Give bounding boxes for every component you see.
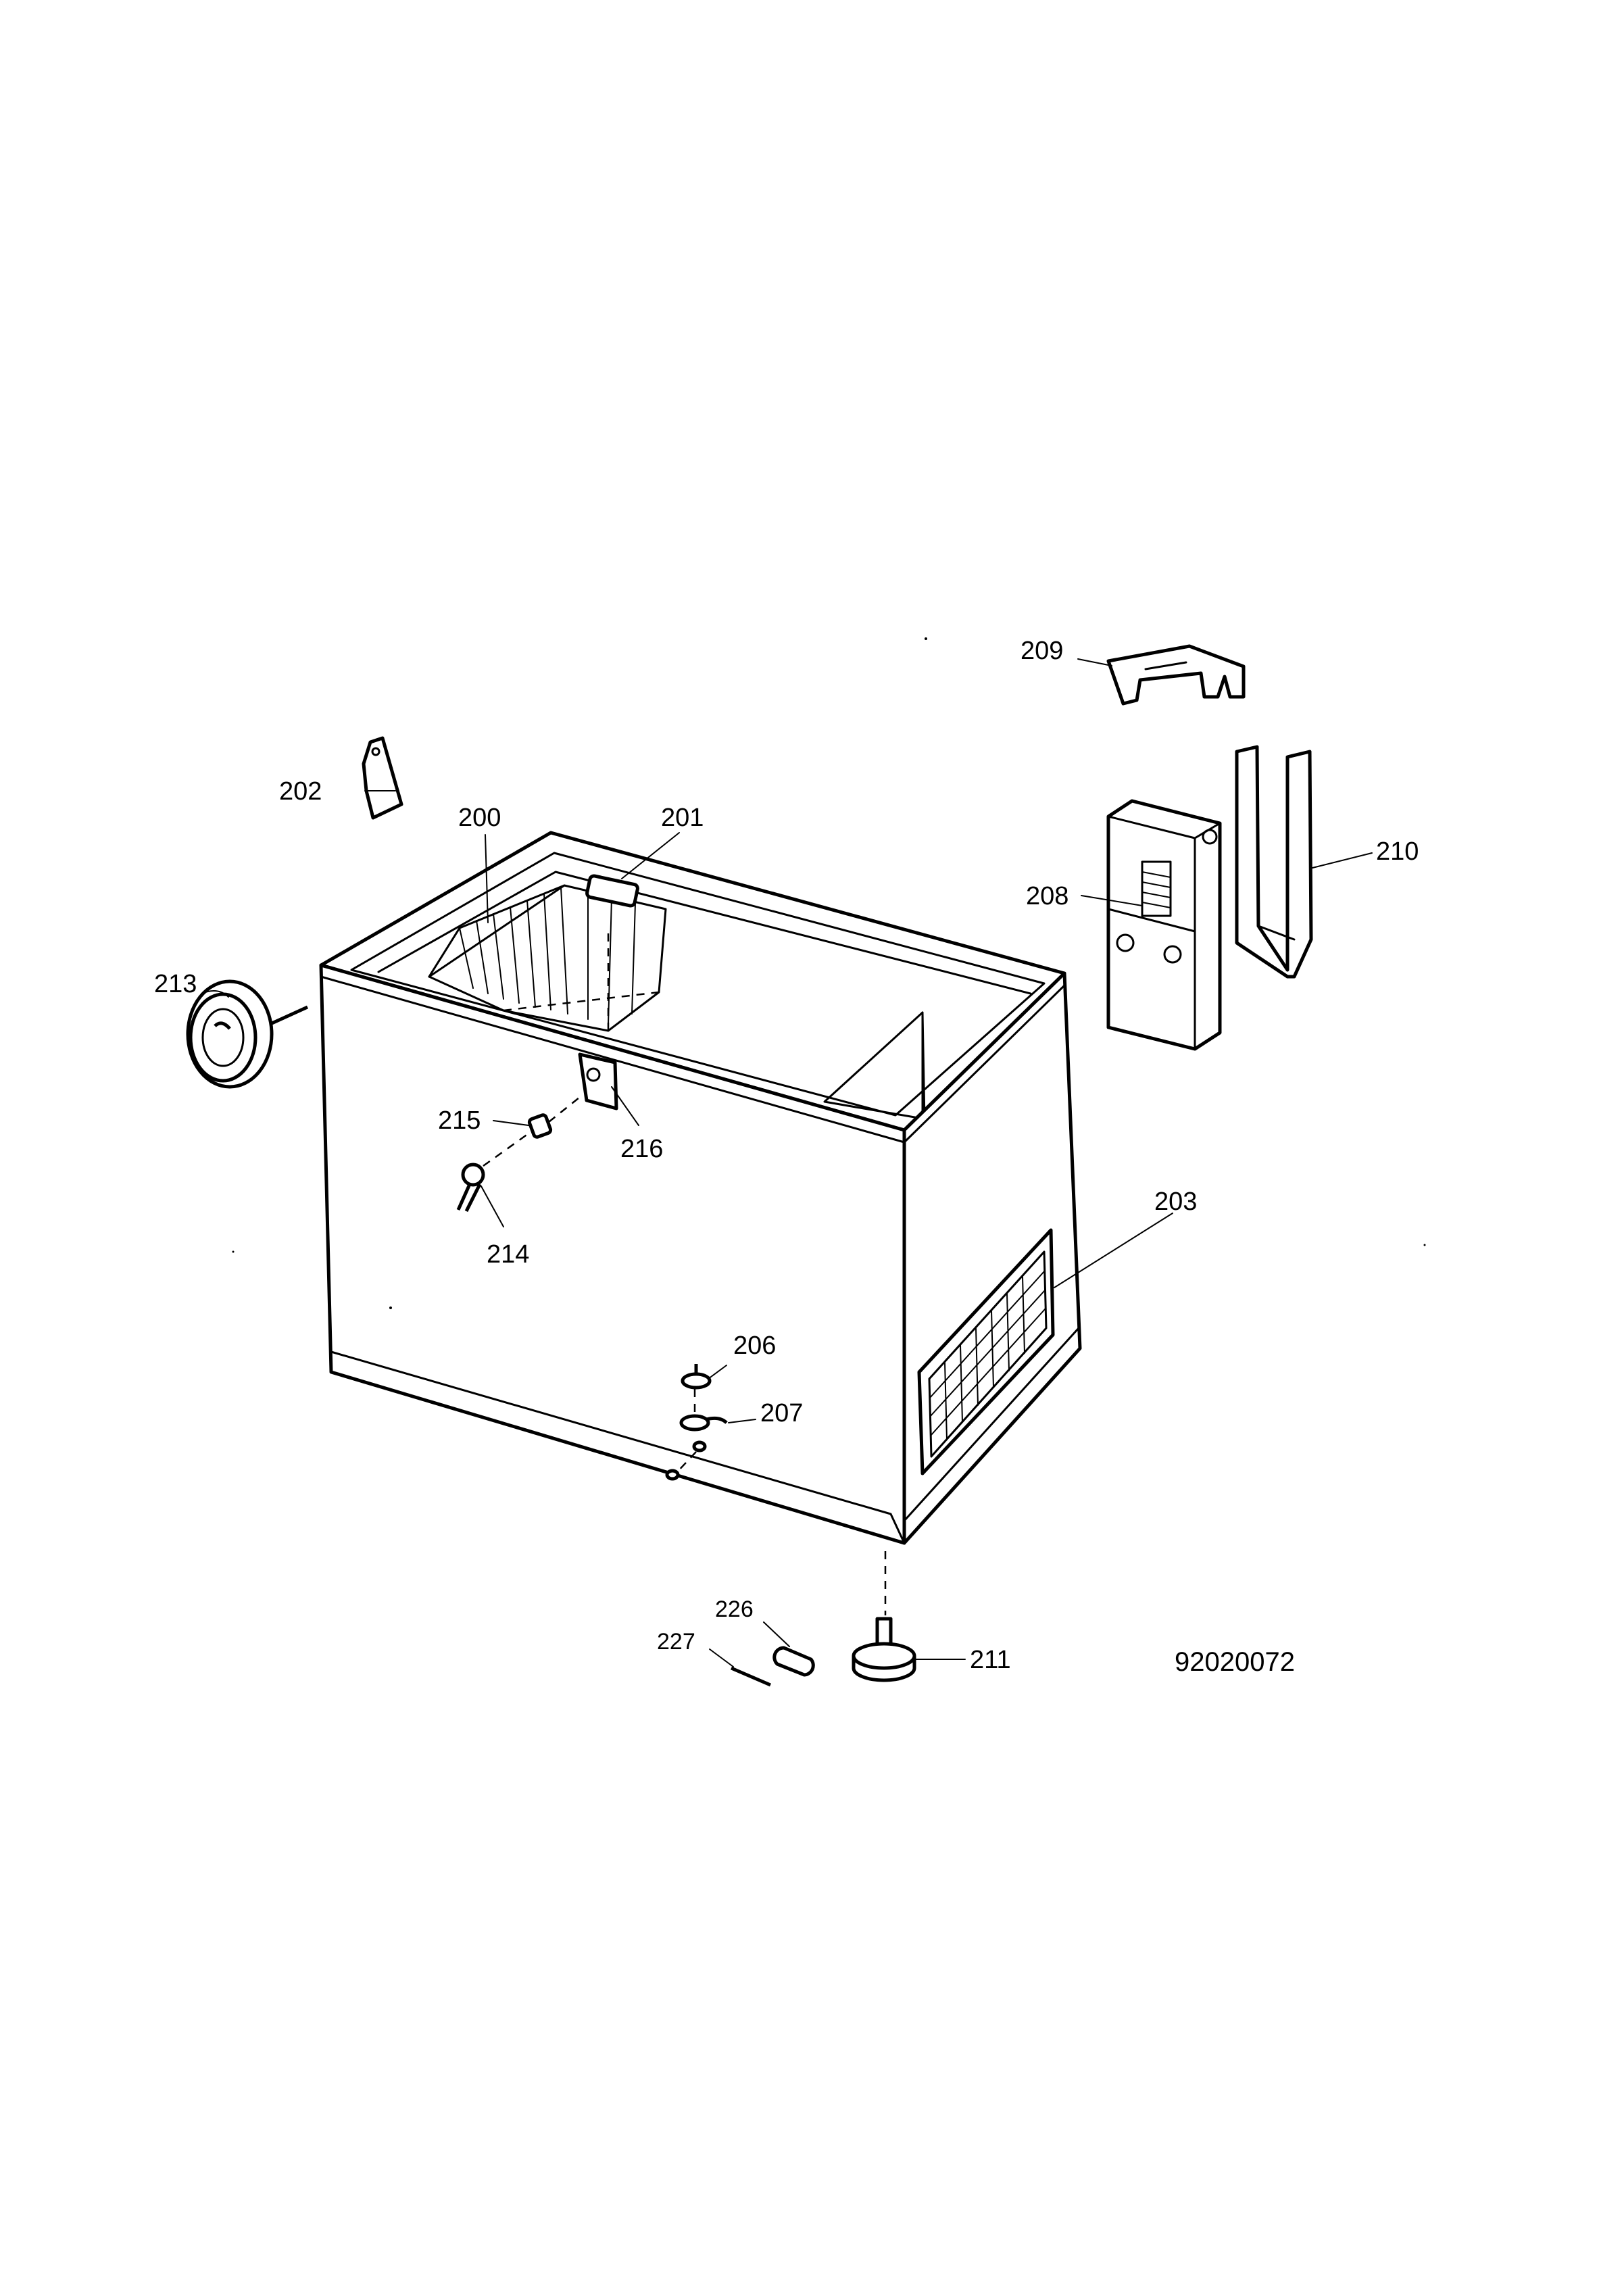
leader-213	[201, 990, 229, 998]
drain-hole	[665, 1469, 680, 1481]
scan-specks	[232, 637, 1426, 1309]
grille-inner	[928, 1250, 1048, 1458]
cover-209-body	[1106, 644, 1246, 706]
unit-208-screw-2	[1163, 945, 1182, 964]
leader-209	[1077, 658, 1112, 666]
bracket-body	[362, 736, 403, 820]
basket-wires	[459, 887, 636, 1025]
leader-206	[708, 1365, 727, 1379]
part-207-tab	[706, 1416, 728, 1424]
lock-housing-body	[578, 1052, 618, 1110]
basket-handle	[585, 874, 639, 908]
leader-201	[621, 832, 680, 879]
panel-210-edge	[1256, 746, 1260, 927]
callout-201: 201	[661, 804, 704, 832]
key-blade-2	[464, 1183, 482, 1213]
unit-208-screw-1	[1116, 933, 1135, 952]
divider-edge	[921, 1011, 926, 1122]
unit-208-clip	[1202, 829, 1218, 845]
key-bow	[461, 1163, 485, 1187]
callout-207: 207	[760, 1399, 803, 1427]
side-panel	[1235, 745, 1313, 979]
cabinet-inner-wall	[377, 871, 1032, 995]
cabinet-plinth	[330, 1350, 906, 1544]
unit-208-split	[1107, 908, 1196, 933]
grille-bars	[929, 1270, 1046, 1440]
leader-215	[493, 1120, 529, 1126]
coil-lines	[1141, 871, 1171, 908]
key-blade	[456, 1183, 472, 1211]
leader-200	[485, 834, 489, 923]
dial-inner	[189, 992, 257, 1083]
grille-frame	[917, 1228, 1055, 1475]
callout-202: 202	[279, 777, 322, 806]
control-unit	[1106, 799, 1222, 1051]
thermostat-dial	[186, 979, 309, 1089]
lock-axis	[548, 1094, 583, 1123]
drain-axis-2	[675, 1451, 697, 1474]
callout-206: 206	[733, 1332, 776, 1360]
hinge-bracket	[362, 736, 403, 820]
callout-214: 214	[487, 1240, 529, 1269]
rod-227	[731, 1666, 771, 1687]
callout-209: 209	[1021, 637, 1063, 665]
key	[456, 1131, 531, 1213]
leader-207	[728, 1419, 756, 1423]
callout-210: 210	[1376, 837, 1419, 866]
unit-208-body	[1106, 799, 1222, 1051]
bracket-hole	[371, 747, 380, 756]
foot-base-side	[852, 1656, 916, 1682]
dial-mark	[214, 1021, 231, 1030]
callout-211: 211	[970, 1646, 1011, 1674]
leader-214	[481, 1186, 504, 1227]
foot-base	[852, 1642, 916, 1670]
pin-226	[772, 1646, 815, 1677]
handle-body	[585, 874, 639, 908]
callout-226: 226	[715, 1596, 754, 1622]
lock-cylinder	[527, 1094, 583, 1139]
key-axis	[483, 1131, 531, 1167]
callout-203: 203	[1154, 1188, 1197, 1216]
condenser-grille	[917, 1228, 1055, 1475]
drain-small	[692, 1440, 707, 1452]
lock-hole	[586, 1067, 601, 1082]
cabinet-top-band	[320, 975, 1066, 1144]
callout-216: 216	[620, 1135, 663, 1163]
leader-208	[1081, 895, 1143, 906]
drain-parts	[665, 1364, 728, 1481]
panel-210-body	[1235, 745, 1313, 979]
basket	[428, 884, 667, 1032]
leader-203	[1054, 1213, 1173, 1288]
panel-210-fold	[1257, 925, 1296, 941]
callout-215: 215	[438, 1106, 481, 1135]
leader-227	[709, 1648, 734, 1667]
leader-226	[763, 1621, 790, 1647]
foot-stem	[875, 1617, 893, 1648]
callout-labels: 202 200 201 209 208 210 213 215 216 214 …	[154, 637, 1419, 1677]
callout-208: 208	[1026, 882, 1068, 910]
leader-lines	[201, 658, 1373, 1667]
rod-body	[731, 1666, 771, 1687]
cover-209-slot	[1144, 661, 1187, 670]
leader-210	[1309, 852, 1373, 869]
part-207	[679, 1414, 710, 1432]
cabinet-plinth-side	[903, 1327, 1080, 1522]
drawing-code: 92020072	[1175, 1647, 1295, 1677]
lock-cylinder-body	[527, 1113, 553, 1139]
leader-216	[611, 1086, 639, 1126]
compressor-cover-top	[1106, 644, 1246, 706]
lock-housing	[578, 1052, 618, 1110]
unit-208-coil	[1141, 860, 1172, 917]
dial-knob	[201, 1008, 245, 1067]
pin-body	[772, 1646, 815, 1677]
basket-hidden-edge	[503, 991, 660, 1012]
callout-227: 227	[657, 1629, 695, 1655]
adjustable-foot	[852, 1551, 916, 1682]
callout-200: 200	[458, 804, 501, 832]
freezer-cabinet	[319, 831, 1082, 1545]
callout-213: 213	[154, 970, 197, 998]
part-206	[681, 1372, 712, 1390]
dial-shaft	[269, 1005, 309, 1026]
